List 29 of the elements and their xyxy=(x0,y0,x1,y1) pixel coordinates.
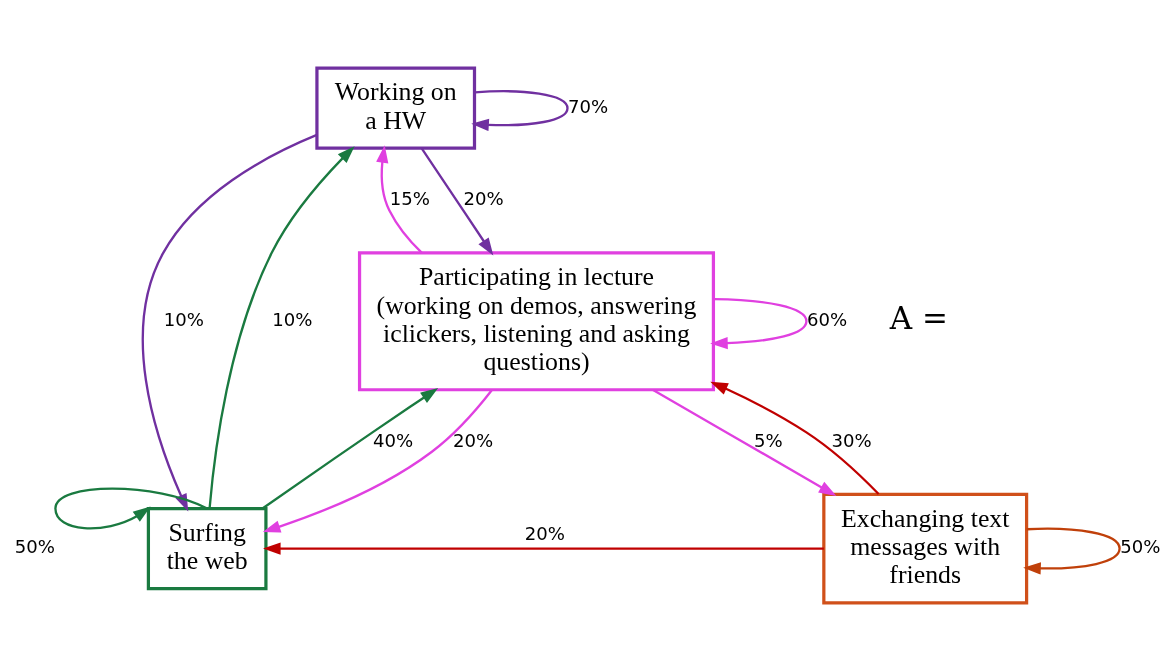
edge-label: 20% xyxy=(453,429,494,451)
arrow xyxy=(261,388,439,510)
arrow xyxy=(652,389,837,496)
edge-label: 20% xyxy=(463,188,504,210)
edge-label: 5% xyxy=(753,429,783,451)
edge-label: 50% xyxy=(14,536,55,558)
edge-label: 50% xyxy=(1120,536,1161,558)
arrow xyxy=(471,90,569,132)
edge-label: 30% xyxy=(831,429,872,451)
arrow xyxy=(420,147,494,256)
node-box: Working on a HW xyxy=(315,66,477,150)
arrow xyxy=(262,389,493,533)
edge-label: 10% xyxy=(272,309,313,331)
edge-label: 20% xyxy=(524,522,565,544)
arrow xyxy=(1023,527,1121,575)
edge-label: 60% xyxy=(806,309,848,331)
arrow xyxy=(710,297,808,350)
edge-label: 40% xyxy=(373,429,414,451)
edge-label: 15% xyxy=(389,188,431,210)
label: A = xyxy=(889,300,948,337)
edge-label: 10% xyxy=(163,309,205,331)
arrow xyxy=(710,381,880,495)
node-box: Participating in lecture (working on demos, answering iclickers, listening and asking questions) xyxy=(357,251,716,392)
arrow xyxy=(208,146,355,509)
node-box: Surfing the web xyxy=(146,506,268,591)
node-box: Exchanging text messages with friends xyxy=(822,492,1029,605)
arrow xyxy=(376,145,423,254)
arrow xyxy=(263,542,824,555)
edge-label: 70% xyxy=(568,95,609,117)
